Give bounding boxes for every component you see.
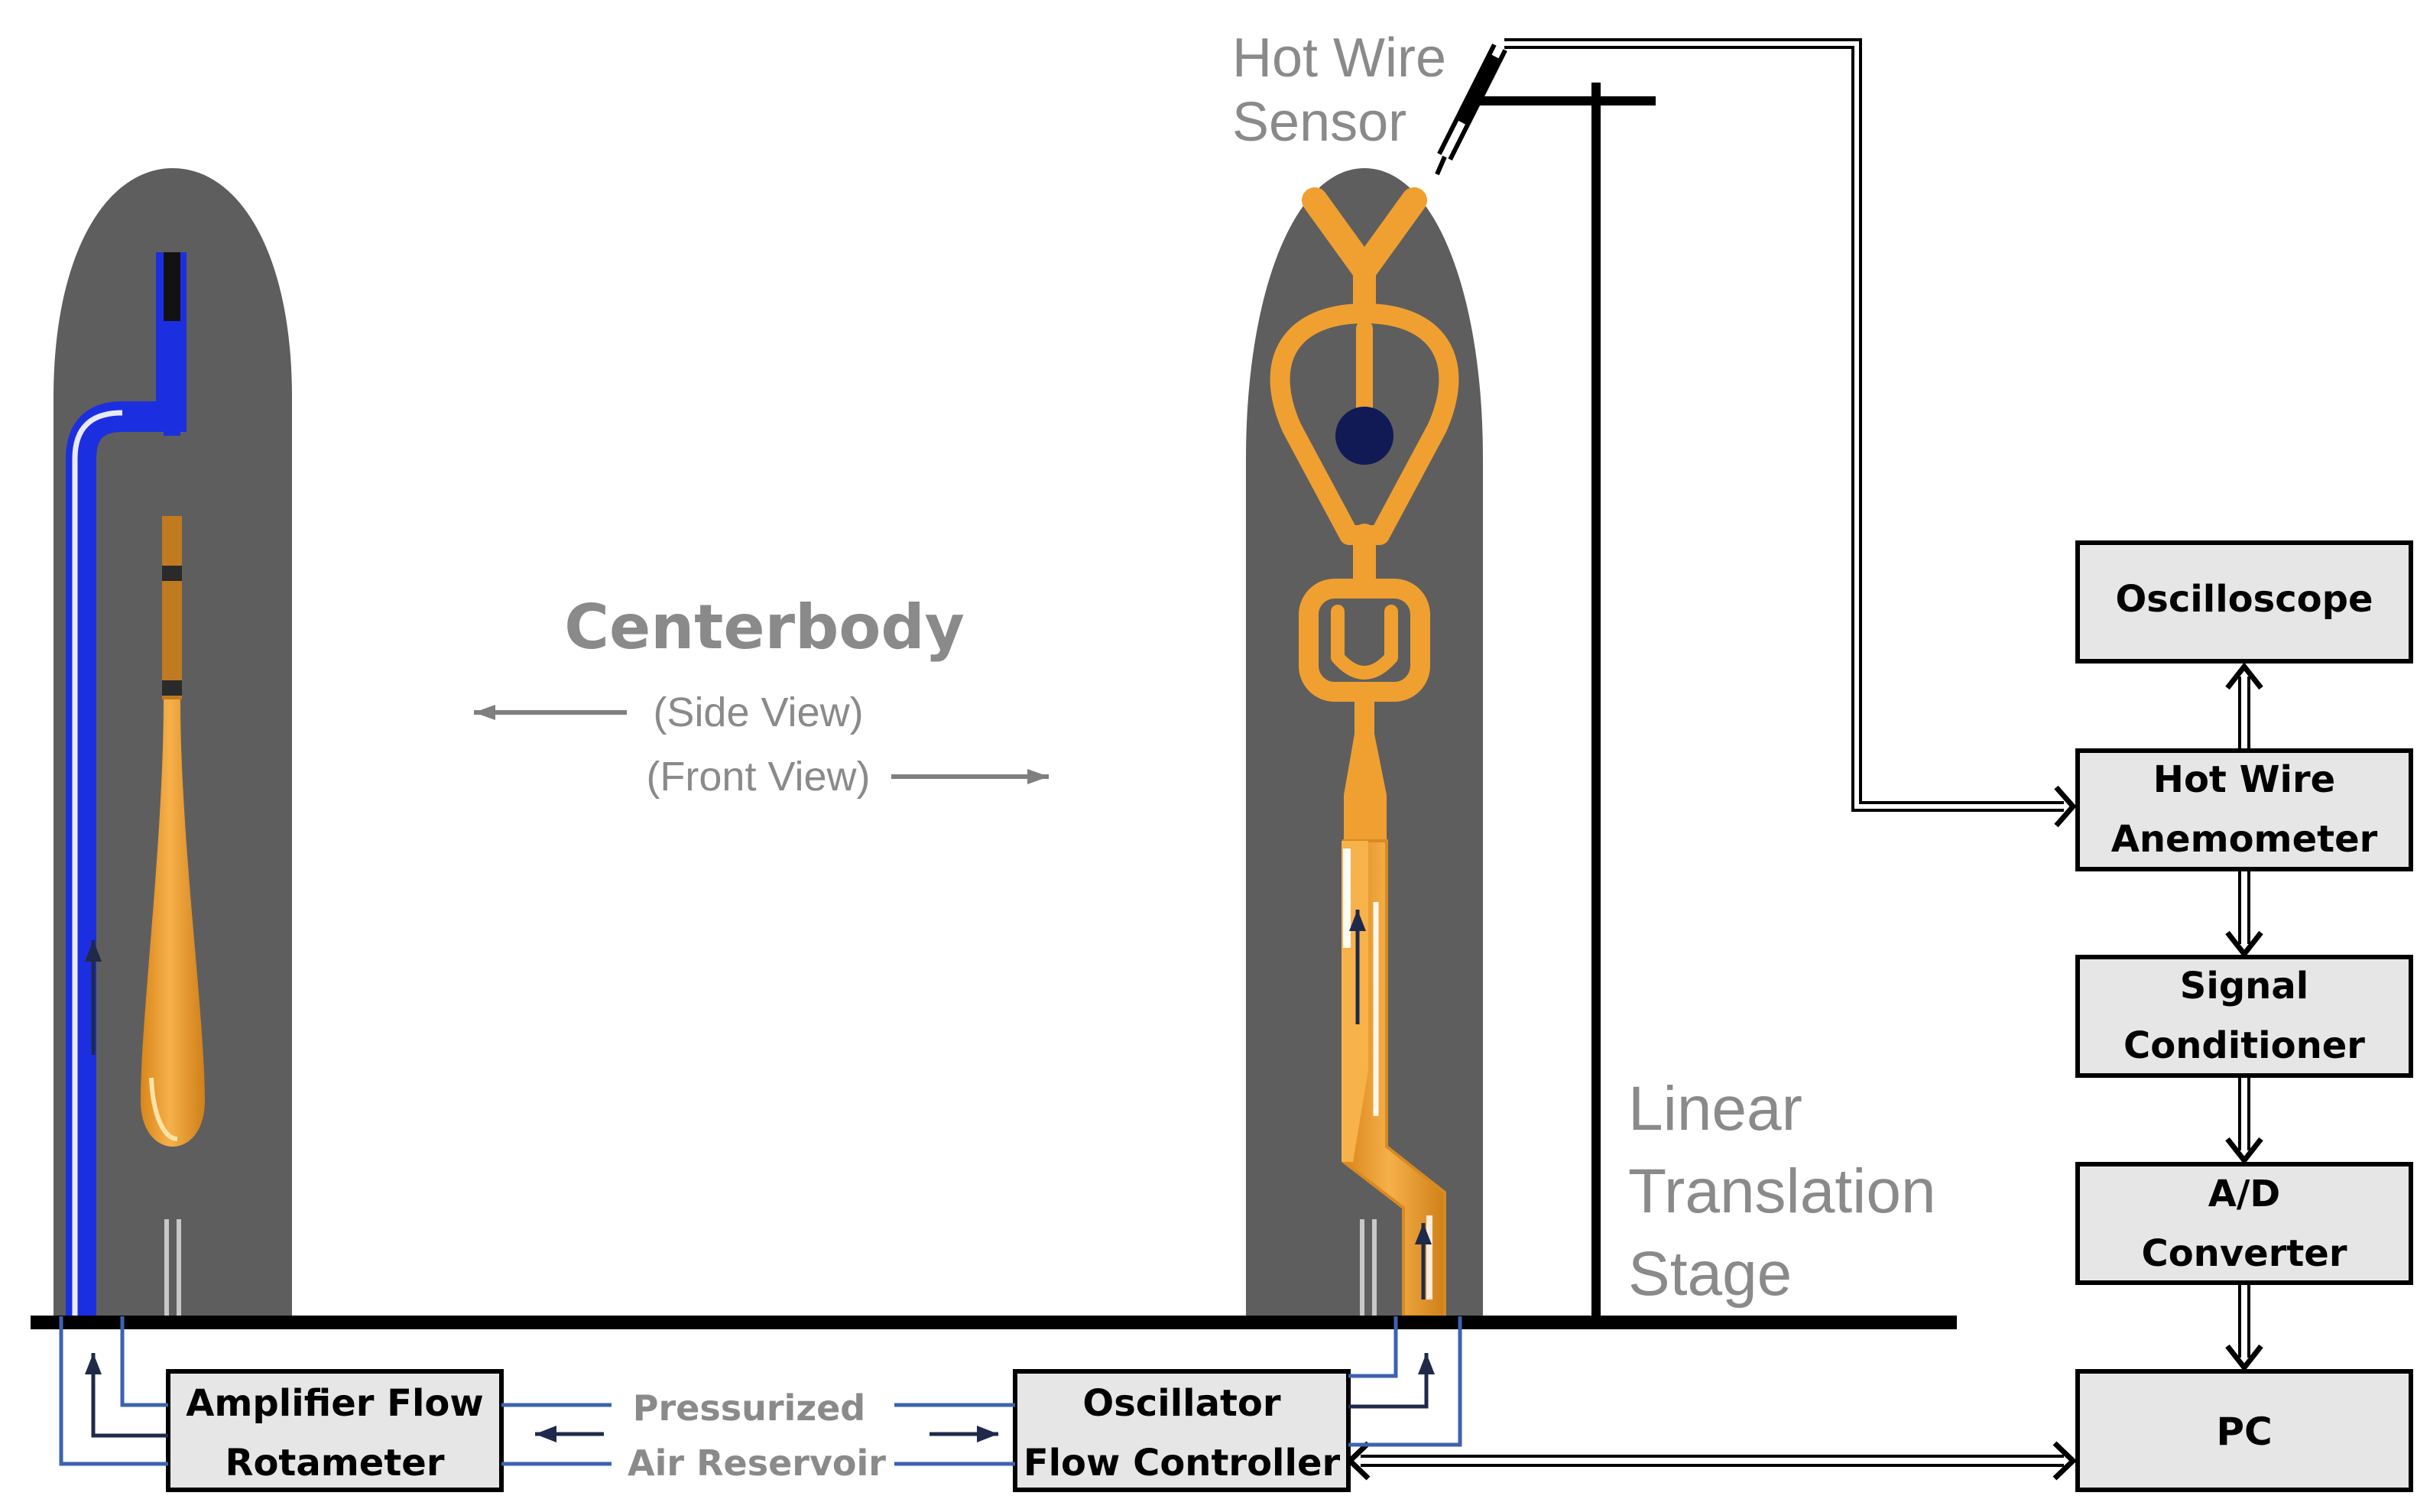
- signal-conditioner-line2: Conditioner: [2123, 1024, 2365, 1067]
- arrow-pc-to-flow-controller: [1345, 1441, 2078, 1481]
- hot-wire-sensor-line1: Hot Wire: [1232, 28, 1446, 89]
- arrow-anemometer-to-oscilloscope: [2225, 662, 2263, 751]
- lts-line1: Linear: [1628, 1074, 1802, 1144]
- probe-cable: [1504, 38, 2077, 828]
- signal-conditioner-box[interactable]: Signal Conditioner: [2075, 955, 2413, 1078]
- control-port: [1335, 407, 1393, 465]
- rotameter-label-line2: Rotameter: [225, 1442, 444, 1484]
- reservoir-line2: Air Reservoir: [628, 1442, 886, 1484]
- oscillator-channel-side: [141, 516, 205, 1147]
- linear-translation-stage: [1477, 83, 1656, 1322]
- ad-converter-box[interactable]: A/D Converter: [2075, 1162, 2413, 1285]
- amplifier-flow-rotameter-box[interactable]: Amplifier Flow Rotameter: [166, 1369, 504, 1492]
- fluidic-oscillator-channels: [1270, 187, 1459, 744]
- linear-translation-stage-label: Linear Translation Stage: [1628, 1074, 1936, 1309]
- oscilloscope-label: Oscilloscope: [2115, 578, 2373, 621]
- reservoir-line1: Pressurized: [633, 1387, 865, 1429]
- ad-converter-line1: A/D: [2208, 1173, 2281, 1215]
- lts-line3: Stage: [1628, 1239, 1792, 1309]
- oscillator-supply-channel: [1344, 734, 1387, 841]
- centerbody-side-view: [54, 168, 292, 1316]
- air-flow-arrows: [85, 1353, 1435, 1442]
- arrow-anemometer-to-conditioner: [2225, 869, 2263, 959]
- pc-box[interactable]: PC: [2075, 1369, 2413, 1492]
- air-supply-lines: [59, 1316, 1462, 1466]
- lts-line2: Translation: [1628, 1157, 1936, 1226]
- pressurized-air-reservoir-label: Pressurized Air Reservoir: [628, 1387, 886, 1484]
- signal-conditioner-line1: Signal: [2180, 965, 2308, 1007]
- front-view-label: (Front View): [646, 754, 870, 800]
- anemometer-label-line2: Anemometer: [2111, 818, 2378, 861]
- amplifier-channel: [66, 252, 187, 1316]
- flow-controller-label-line2: Flow Controller: [1024, 1442, 1341, 1484]
- arrow-conditioner-to-adc: [2225, 1076, 2263, 1165]
- ad-converter-line2: Converter: [2141, 1232, 2347, 1275]
- oscilloscope-box[interactable]: Oscilloscope: [2075, 540, 2413, 664]
- centerbody-caption: Centerbody (Side View) (Front View): [474, 592, 1049, 800]
- hot-wire-sensor-label: Hot Wire Sensor: [1232, 28, 1446, 153]
- oscillator-flow-controller-box[interactable]: Oscillator Flow Controller: [1013, 1369, 1351, 1492]
- arrow-adc-to-pc: [2225, 1283, 2263, 1372]
- anemometer-label-line1: Hot Wire: [2153, 758, 2335, 801]
- hot-wire-sensor-line2: Sensor: [1232, 92, 1406, 153]
- centerbody-front-view: [1246, 168, 1483, 1318]
- rotameter-label-line1: Amplifier Flow: [186, 1382, 484, 1425]
- centerbody-title: Centerbody: [564, 592, 965, 663]
- instrument-chain: Oscilloscope Hot Wire Anemometer Signal …: [1345, 540, 2413, 1492]
- hot-wire-anemometer-box[interactable]: Hot Wire Anemometer: [2075, 748, 2413, 871]
- flow-controller-label-line1: Oscillator: [1082, 1382, 1281, 1425]
- side-view-label: (Side View): [653, 689, 863, 735]
- hot-wire-probe: [1435, 44, 1507, 176]
- pc-label: PC: [2216, 1410, 2272, 1454]
